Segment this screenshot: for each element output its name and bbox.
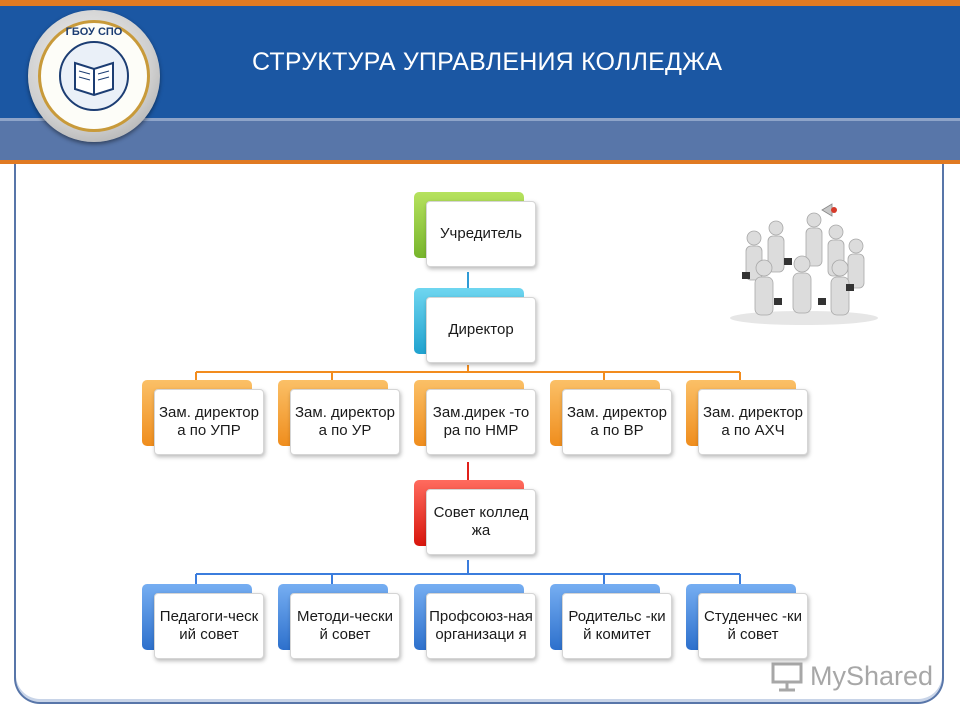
- node-college-council: Совет колледжа: [414, 480, 536, 555]
- node-deputy-label: Зам. директора по УР: [290, 389, 400, 455]
- node-body-label: Студенчес -кий совет: [698, 593, 808, 659]
- node-director-label: Директор: [426, 297, 536, 363]
- node-body-label: Методи-ческий совет: [290, 593, 400, 659]
- node-body-label: Профсоюз-ная организаци я: [426, 593, 536, 659]
- node-body-label: Родительс -кий комитет: [562, 593, 672, 659]
- watermark-text: MyShared: [810, 660, 934, 691]
- node-deputy-label: Зам. директора по ВР: [562, 389, 672, 455]
- node-deputy-label: Зам.дирек -тора по НМР: [426, 389, 536, 455]
- node-methodical-council: Методи-ческий совет: [278, 584, 400, 659]
- projector-screen-icon: [771, 662, 803, 692]
- logo-emblem: [59, 41, 129, 111]
- logo-ring: ГБОУ СПО: [38, 20, 150, 132]
- node-deputy-label: Зам. директора по АХЧ: [698, 389, 808, 455]
- header-top-stripe: [0, 0, 960, 6]
- node-trade-union: Профсоюз-ная организаци я: [414, 584, 536, 659]
- content-frame: [14, 164, 944, 704]
- node-pedagogical-council: Педагоги-ческий совет: [142, 584, 264, 659]
- college-logo: ГБОУ СПО: [28, 10, 160, 142]
- node-director: Директор: [414, 288, 536, 363]
- header-band: [0, 118, 960, 164]
- book-icon: [74, 61, 114, 97]
- node-deputy-ur: Зам. директора по УР: [278, 380, 400, 455]
- team-people-icon: [730, 203, 878, 325]
- node-student-council: Студенчес -кий совет: [686, 584, 808, 659]
- node-founder: Учредитель: [414, 192, 536, 267]
- node-deputy-label: Зам. директора по УПР: [154, 389, 264, 455]
- node-deputy-vr: Зам. директора по ВР: [550, 380, 672, 455]
- slide-title: СТРУКТУРА УПРАВЛЕНИЯ КОЛЛЕДЖА: [252, 48, 723, 76]
- watermark: MyShared: [770, 656, 933, 696]
- logo-text: ГБОУ СПО: [65, 26, 123, 38]
- node-council-label: Совет колледжа: [426, 489, 536, 555]
- node-founder-label: Учредитель: [426, 201, 536, 267]
- node-deputy-nmr: Зам.дирек -тора по НМР: [414, 380, 536, 455]
- node-deputy-upr: Зам. директора по УПР: [142, 380, 264, 455]
- node-body-label: Педагоги-ческий совет: [154, 593, 264, 659]
- node-parent-committee: Родительс -кий комитет: [550, 584, 672, 659]
- slide-header: [0, 6, 960, 118]
- node-deputy-ahch: Зам. директора по АХЧ: [686, 380, 808, 455]
